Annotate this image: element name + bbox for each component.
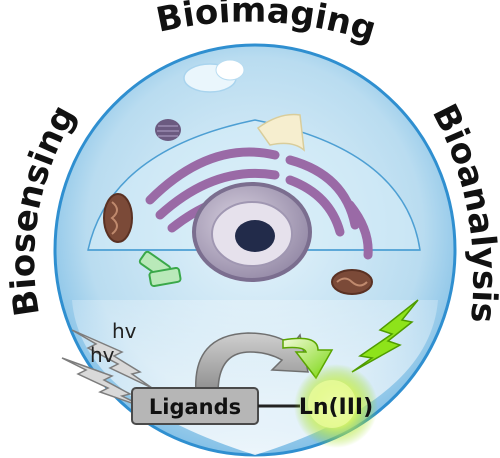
centriole (138, 250, 182, 288)
mitochondrion-right (331, 269, 373, 295)
ligands-box: Ligands (131, 387, 259, 425)
arc-label-top: Bioimaging (153, 0, 381, 50)
lanthanide-ion: Ln(III) (294, 364, 378, 448)
svg-text:Bioimaging: Bioimaging (153, 0, 381, 50)
ligands-label: Ligands (149, 395, 241, 419)
ion-label: Ln(III) (299, 395, 373, 420)
lysosome (155, 119, 181, 141)
photon-label-1: hv (112, 319, 137, 343)
mitochondrion-left (103, 193, 133, 243)
nucleus (192, 182, 312, 282)
vacuole (256, 113, 305, 152)
photon-label-2: hv (90, 343, 115, 367)
cilia-cluster (183, 59, 245, 93)
